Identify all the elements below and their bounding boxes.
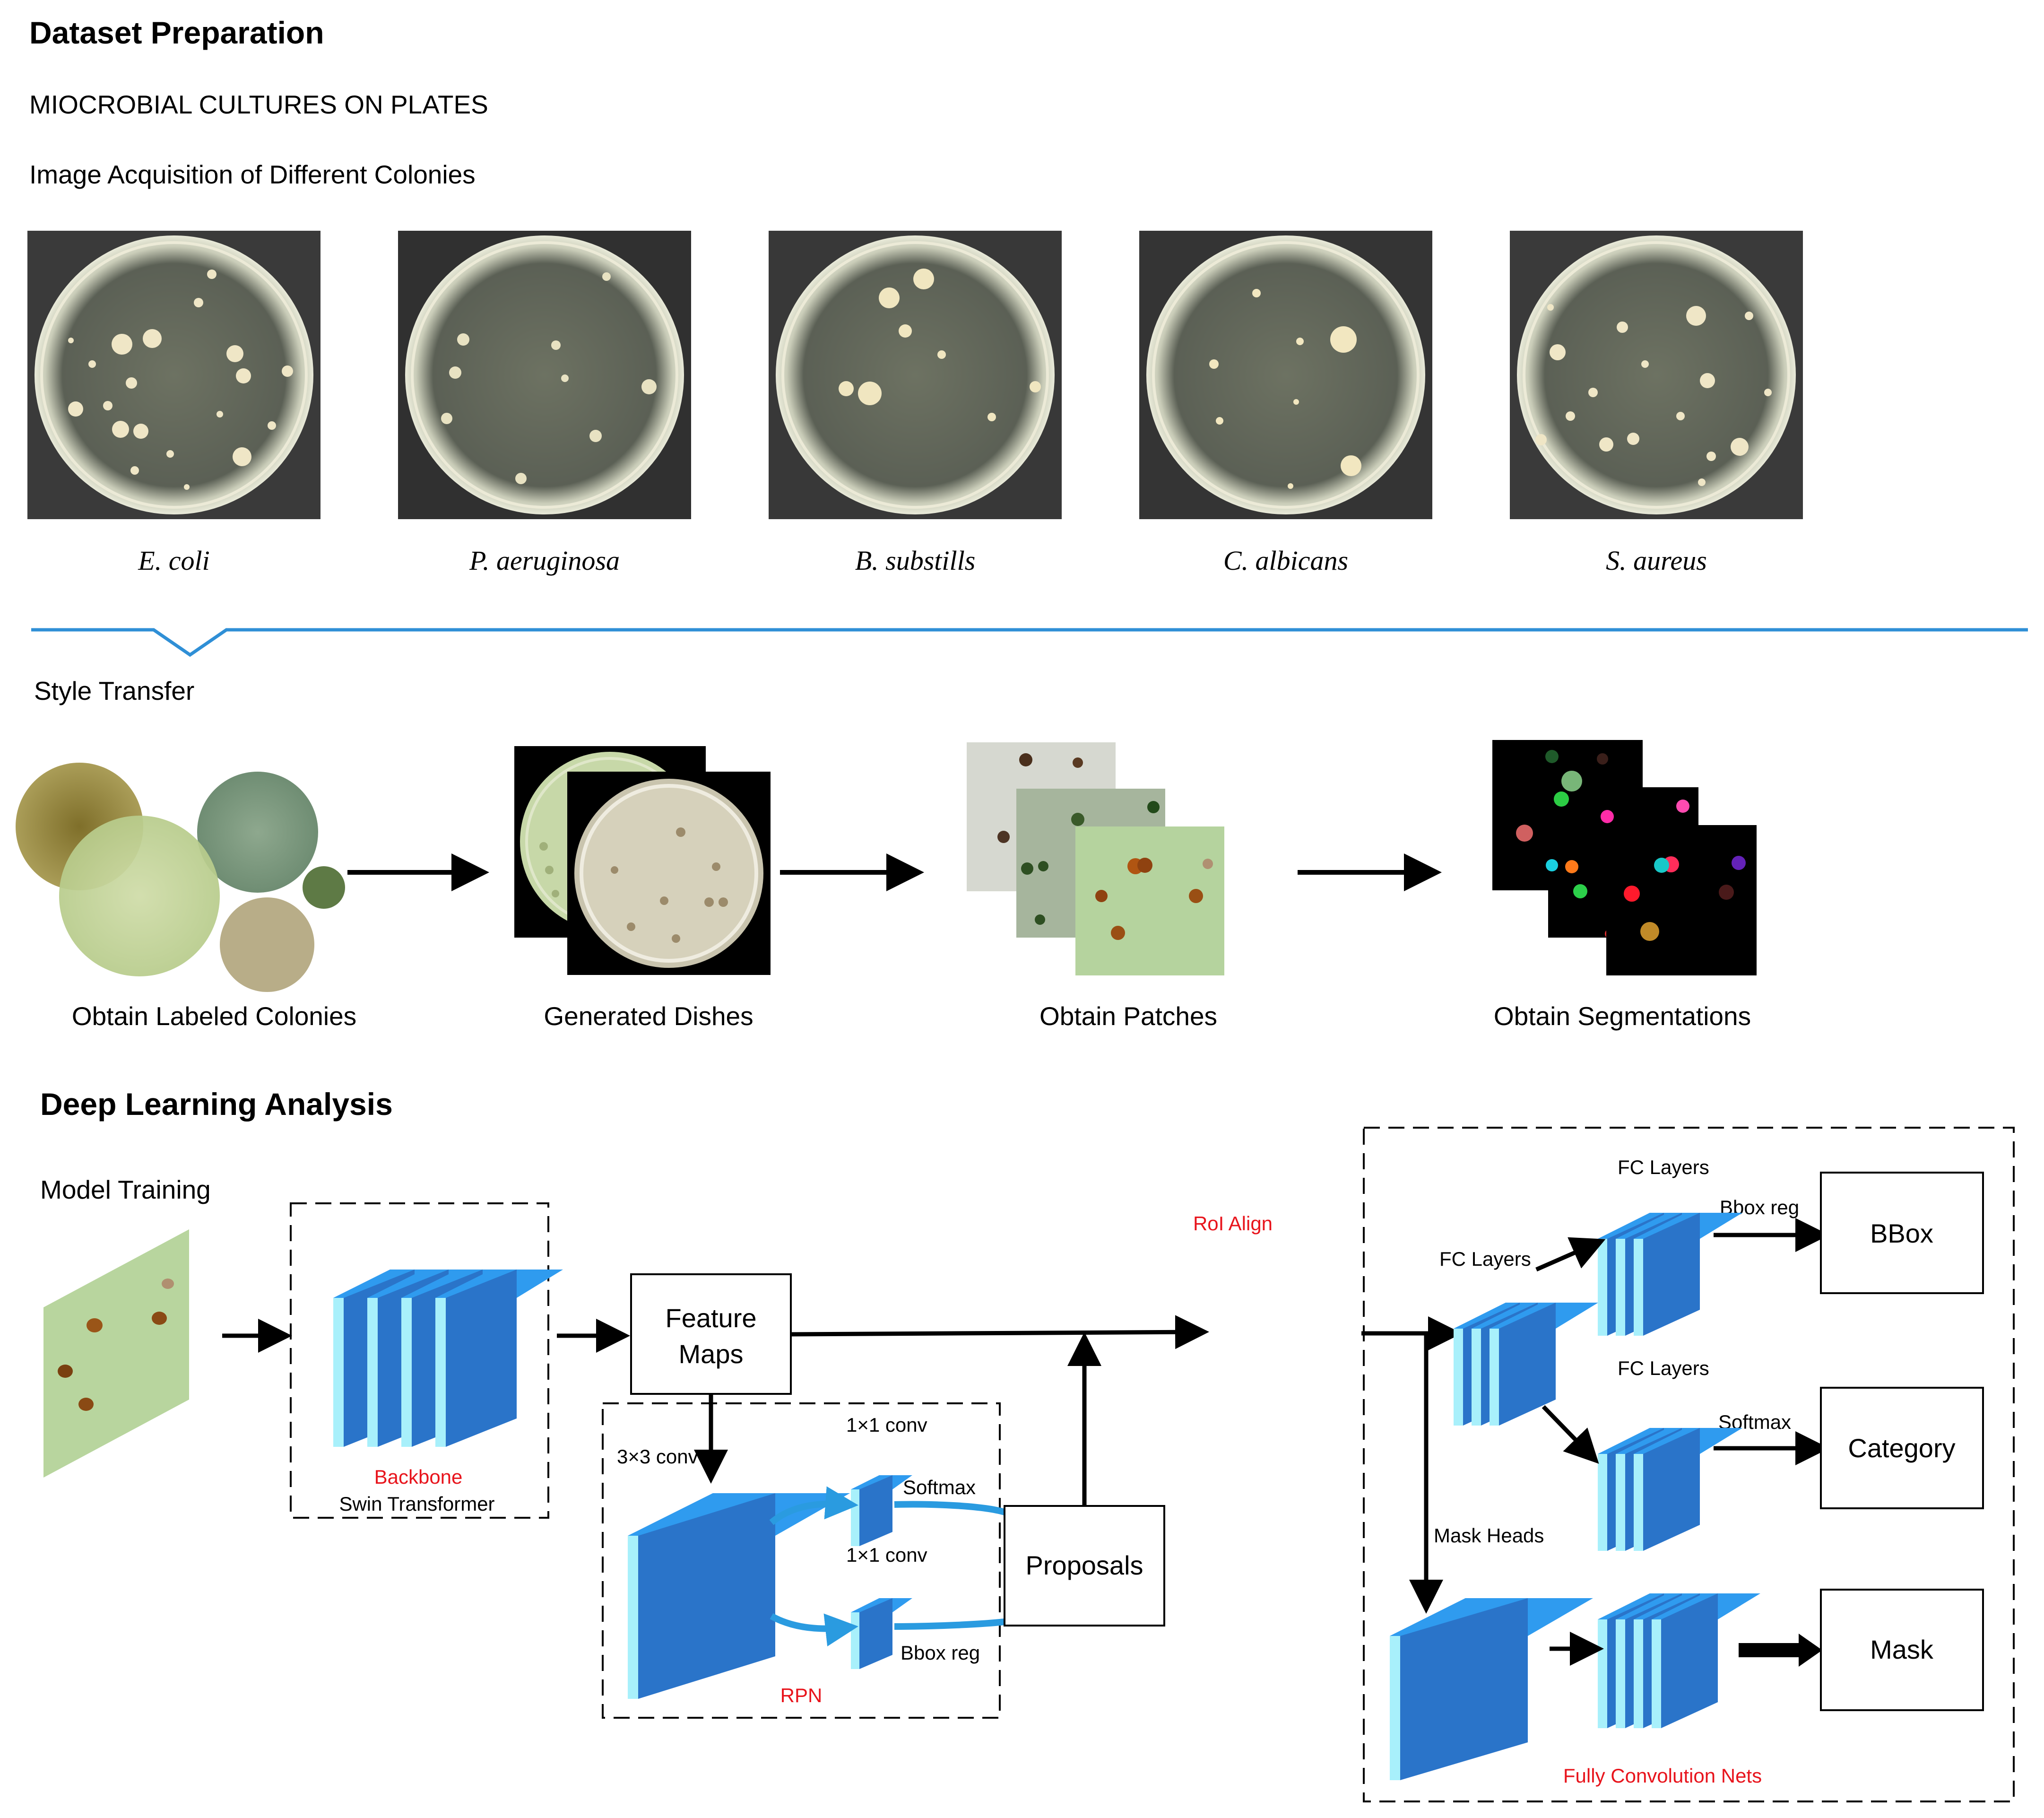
- fc-main-layer-3: [1490, 1303, 1598, 1426]
- rpn-conv1-top-label: 1×1 conv: [846, 1414, 927, 1436]
- rpn-box: [602, 1402, 1001, 1719]
- rpn-connector-bottom-in: [770, 1613, 858, 1647]
- fc-layers-main-label: FC Layers: [1439, 1248, 1531, 1270]
- labeled-colonies-image: [16, 763, 345, 992]
- rpn-conv3-label: 3×3 conv: [617, 1445, 698, 1468]
- backbone-box: [290, 1202, 549, 1519]
- head-layers: [1390, 1213, 1760, 1780]
- segmentations-image: [1492, 740, 1757, 975]
- proposals-label: Proposals: [1025, 1550, 1143, 1580]
- plate-label-p-aeruginosa: P. aeruginosa: [469, 545, 620, 576]
- backbone-layers: [333, 1270, 563, 1447]
- fc-mid-layer-3: [1634, 1428, 1742, 1551]
- heads-box: [1363, 1127, 2015, 1802]
- fc-layers-mid-label: FC Layers: [1618, 1357, 1709, 1379]
- fcn-label: Fully Convolution Nets: [1563, 1765, 1762, 1787]
- plate-label-b-substills: B. substills: [855, 545, 976, 576]
- input-patch-image: [43, 1229, 189, 1478]
- rpn-label: RPN: [780, 1684, 823, 1706]
- bbox-output-label: BBox: [1870, 1218, 1933, 1248]
- feature-maps-label-line2: Maps: [679, 1339, 744, 1369]
- mask-head-layer: [1390, 1598, 1593, 1780]
- plate-s-aureus: [1510, 231, 1803, 519]
- bbox-output-box: [1820, 1172, 1984, 1294]
- plate-c-albicans: [1139, 231, 1432, 519]
- fcn-layer-4: [1652, 1593, 1760, 1728]
- plate-photos: [27, 231, 1803, 519]
- step-label-labeled-colonies: Obtain Labeled Colonies: [72, 1001, 356, 1031]
- rpn-softmax-label: Softmax: [903, 1476, 976, 1498]
- arrow-fc-to-fc-top: [1535, 1237, 1606, 1272]
- plate-e-coli: [27, 231, 320, 519]
- patches-image: [967, 742, 1224, 975]
- rpn-connector-top-out: [894, 1501, 1005, 1515]
- step-label-segmentations: Obtain Segmentations: [1494, 1001, 1751, 1031]
- plate-label-e-coli: E. coli: [138, 545, 209, 576]
- acquisition-label: Image Acquisition of Different Colonies: [29, 160, 476, 189]
- feature-maps-label-line1: Feature: [666, 1303, 757, 1333]
- section-divider: [31, 628, 2028, 657]
- model-training-label: Model Training: [40, 1175, 211, 1204]
- arrow-feature-maps-to-roi-align: [790, 1315, 1209, 1349]
- feature-maps-box: [630, 1273, 792, 1395]
- rpn-bbox-reg-label: Bbox reg: [901, 1642, 980, 1664]
- rpn-connector-bottom-out: [894, 1618, 1005, 1630]
- mask-output-box: [1820, 1589, 1984, 1711]
- cultures-label: MIOCROBIAL CULTURES ON PLATES: [29, 90, 488, 119]
- backbone-sub-label: Swin Transformer: [339, 1493, 494, 1515]
- plate-p-aeruginosa: [398, 231, 691, 519]
- category-output-box: [1820, 1387, 1984, 1509]
- deep-learning-title: Deep Learning Analysis: [40, 1087, 393, 1122]
- plate-label-s-aureus: S. aureus: [1606, 545, 1707, 576]
- rpn-conv1-bottom-label: 1×1 conv: [846, 1544, 927, 1566]
- mask-output-label: Mask: [1870, 1635, 1934, 1664]
- style-transfer-label: Style Transfer: [34, 676, 194, 705]
- step-label-patches: Obtain Patches: [1039, 1001, 1217, 1031]
- roi-align-label: RoI Align: [1193, 1212, 1273, 1235]
- generated-dishes-image: [514, 746, 771, 975]
- plate-b-substills: [769, 231, 1062, 519]
- category-output-label: Category: [1848, 1433, 1955, 1463]
- rpn-conv-layer: [628, 1493, 850, 1699]
- backbone-label: Backbone: [374, 1466, 463, 1488]
- rpn-layers: [628, 1475, 912, 1699]
- rpn-connector-top-in: [769, 1486, 858, 1525]
- plate-label-c-albicans: C. albicans: [1223, 545, 1348, 576]
- proposals-box: [1004, 1505, 1165, 1627]
- fc-layers-top-label: FC Layers: [1618, 1156, 1709, 1178]
- mask-heads-label: Mask Heads: [1434, 1524, 1544, 1547]
- arrow-fc-to-fc-mid: [1542, 1405, 1599, 1464]
- step-label-generated-dishes: Generated Dishes: [544, 1001, 753, 1031]
- fc-top-layer-3: [1634, 1213, 1742, 1336]
- arrow-fcn-to-mask: [1739, 1634, 1822, 1667]
- backbone-layer-4: [435, 1270, 563, 1447]
- dataset-preparation-title: Dataset Preparation: [29, 15, 324, 50]
